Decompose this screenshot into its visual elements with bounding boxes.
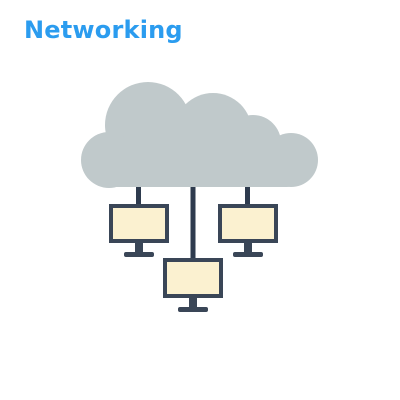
cable-right (245, 180, 250, 208)
network-cables (136, 180, 250, 262)
desktop-monitor-icon (109, 204, 169, 257)
cable-left (136, 180, 141, 208)
desktop-monitor-icon (163, 258, 223, 312)
cable-center (190, 180, 196, 262)
desktop-monitor-icon (218, 204, 278, 257)
page-title: Networking (24, 16, 183, 44)
cloud-icon (81, 82, 318, 188)
